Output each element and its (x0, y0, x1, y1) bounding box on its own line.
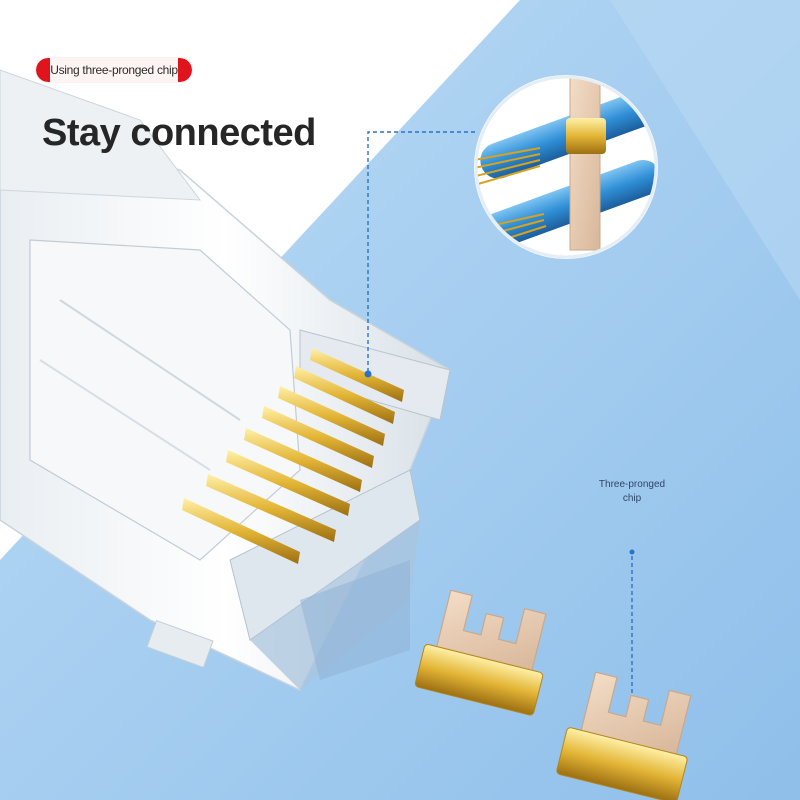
three-pronged-chip-left (414, 589, 547, 716)
headline: Stay connected (42, 112, 316, 154)
gold-contact-pins (182, 348, 404, 564)
callout-lines (367, 131, 633, 710)
feature-tag-text: Using three-pronged chip (50, 63, 178, 77)
feature-tag: Using three-pronged chip (36, 58, 192, 82)
chip-callout-label: Three-pronged chip (582, 478, 682, 506)
tag-right-cap (178, 58, 192, 82)
chip-callout-line1: Three-pronged (598, 479, 666, 490)
zoom-detail-circle (474, 75, 658, 259)
tag-left-cap (36, 58, 50, 82)
three-pronged-chip-right (556, 671, 692, 800)
chip-callout-line2: chip (622, 493, 642, 504)
rj45-connector (0, 69, 451, 691)
